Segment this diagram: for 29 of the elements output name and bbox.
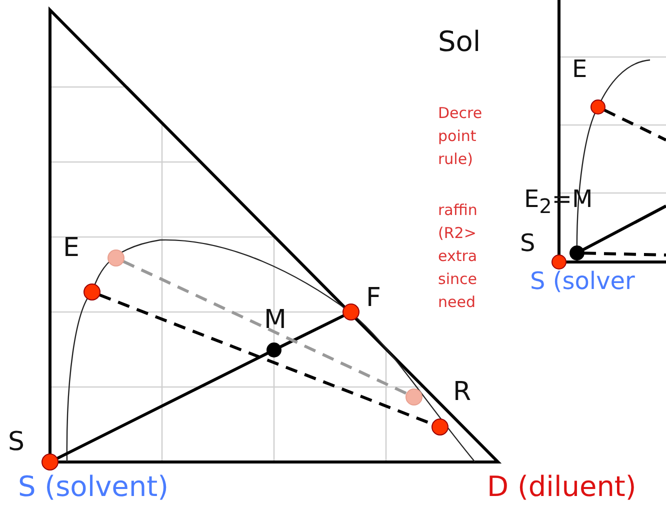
tie-line — [604, 108, 666, 142]
point-label: S — [8, 428, 25, 458]
tie-line — [122, 260, 408, 395]
heading-text: Sol — [438, 26, 482, 58]
point-label: F — [366, 284, 381, 314]
point-marker — [432, 418, 448, 436]
mixture-point — [570, 246, 584, 260]
point-label: S — [520, 230, 536, 258]
tie-line — [584, 252, 666, 256]
note-text: Decre point rule) — [438, 103, 484, 170]
point-marker — [84, 284, 100, 300]
axis-label: S (solver — [530, 268, 636, 296]
mixture-point — [266, 342, 282, 358]
mixing-line — [582, 204, 666, 252]
point-label: R — [453, 378, 472, 408]
mixing-line — [56, 352, 268, 460]
point-marker — [42, 454, 58, 470]
point-marker — [342, 304, 360, 320]
point-label: E — [63, 234, 80, 264]
point-marker — [590, 100, 606, 114]
mixing-line — [280, 314, 344, 348]
axis-label: S (solvent) — [18, 471, 169, 504]
axis-label: D (diluent) — [487, 471, 636, 504]
point-label: M — [264, 306, 286, 336]
faded-point — [406, 388, 422, 406]
point-label: E — [572, 56, 588, 84]
note-text: raffin (R2> extra since need — [438, 200, 478, 313]
faded-point — [108, 250, 124, 266]
point-marker — [552, 254, 566, 270]
